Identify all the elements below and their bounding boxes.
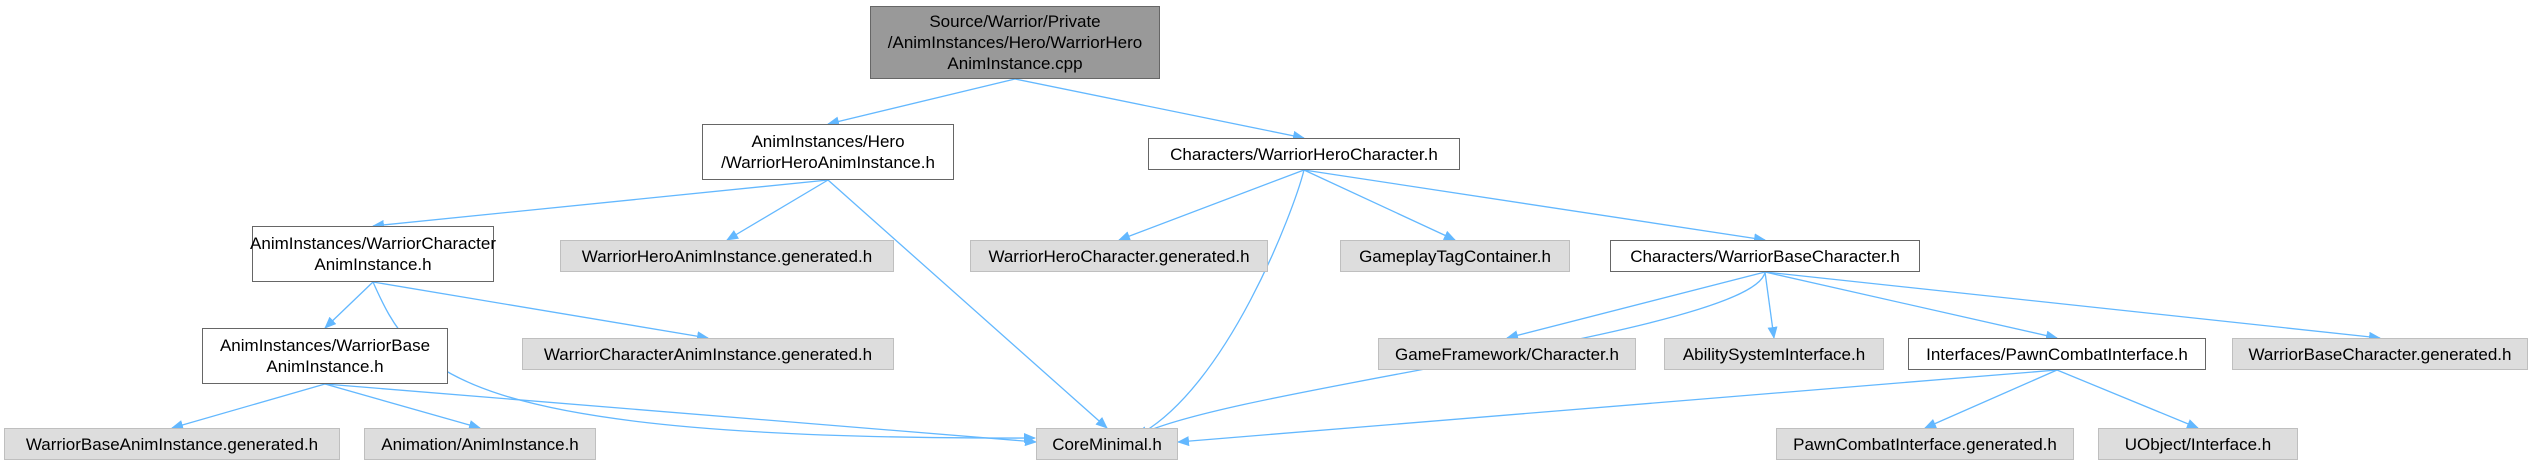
edge-heroAnimH-to-coreMin — [827, 179, 1108, 429]
node-game-framework-character-h[interactable]: GameFramework/Character.h — [1378, 338, 1636, 370]
node-core-minimal-h[interactable]: CoreMinimal.h — [1036, 428, 1178, 460]
edge-baseCharH-to-pawnCombatH — [1764, 271, 2058, 341]
edge-baseAnimH-to-animInst — [324, 383, 481, 430]
node-warrior-character-anim-instance-generated-h[interactable]: WarriorCharacterAnimInstance.generated.h — [522, 338, 894, 370]
node-warrior-hero-anim-instance-generated-h[interactable]: WarriorHeroAnimInstance.generated.h — [560, 240, 894, 272]
node-warrior-hero-character-h[interactable]: Characters/WarriorHeroCharacter.h — [1148, 138, 1460, 170]
node-ability-system-interface-h[interactable]: AbilitySystemInterface.h — [1664, 338, 1884, 370]
edge-pawnCombatH-to-pawnCombatGen — [1924, 369, 2058, 429]
edge-root-to-heroCharH — [1014, 78, 1305, 141]
node-warrior-base-character-h[interactable]: Characters/WarriorBaseCharacter.h — [1610, 240, 1920, 272]
edge-pawnCombatH-to-coreMin — [1177, 369, 2058, 447]
edge-heroAnimH-to-charAnimH — [372, 179, 829, 230]
node-warrior-hero-character-generated-h[interactable]: WarriorHeroCharacter.generated.h — [970, 240, 1268, 272]
node-warrior-base-anim-instance-generated-h[interactable]: WarriorBaseAnimInstance.generated.h — [4, 428, 340, 460]
edge-heroCharH-to-heroCharGen — [1118, 169, 1305, 241]
edge-baseCharH-to-baseCharGen — [1764, 271, 2381, 342]
node-animation-anim-instance-h[interactable]: Animation/AnimInstance.h — [364, 428, 596, 460]
node-warrior-character-anim-instance-h[interactable]: AnimInstances/WarriorCharacter AnimInsta… — [250, 226, 496, 282]
edge-baseAnimH-to-baseAnimGen — [171, 383, 326, 430]
node-warrior-base-character-generated-h[interactable]: WarriorBaseCharacter.generated.h — [2232, 338, 2528, 370]
node-uobject-interface-h[interactable]: UObject/Interface.h — [2098, 428, 2298, 460]
edge-pawnCombatH-to-uobjIf — [2056, 369, 2199, 429]
edge-heroCharH-to-tagContainer — [1303, 169, 1456, 241]
edge-heroCharH-to-coreMin — [1136, 169, 1305, 437]
edge-charAnimH-to-baseAnimH — [324, 281, 374, 329]
node-root-file[interactable]: Source/Warrior/Private /AnimInstances/He… — [870, 6, 1160, 79]
edge-root-to-heroAnimH — [827, 78, 1016, 127]
node-pawn-combat-interface-h[interactable]: Interfaces/PawnCombatInterface.h — [1908, 338, 2206, 370]
node-warrior-hero-anim-instance-h[interactable]: AnimInstances/Hero /WarriorHeroAnimInsta… — [702, 124, 954, 180]
edge-charAnimH-to-coreMin — [372, 281, 1036, 444]
edge-baseCharH-to-abilityIf — [1764, 271, 1778, 339]
node-pawn-combat-interface-generated-h[interactable]: PawnCombatInterface.generated.h — [1776, 428, 2074, 460]
edge-charAnimH-to-charAnimGen — [372, 281, 709, 342]
edge-baseCharH-to-gfChar — [1506, 271, 1766, 341]
edge-heroCharH-to-baseCharH — [1303, 169, 1766, 244]
edge-heroAnimH-to-heroAnimGen — [726, 179, 829, 241]
edge-baseAnimH-to-coreMin — [324, 383, 1037, 447]
node-gameplay-tag-container-h[interactable]: GameplayTagContainer.h — [1340, 240, 1570, 272]
node-warrior-base-anim-instance-h[interactable]: AnimInstances/WarriorBase AnimInstance.h — [202, 328, 448, 384]
